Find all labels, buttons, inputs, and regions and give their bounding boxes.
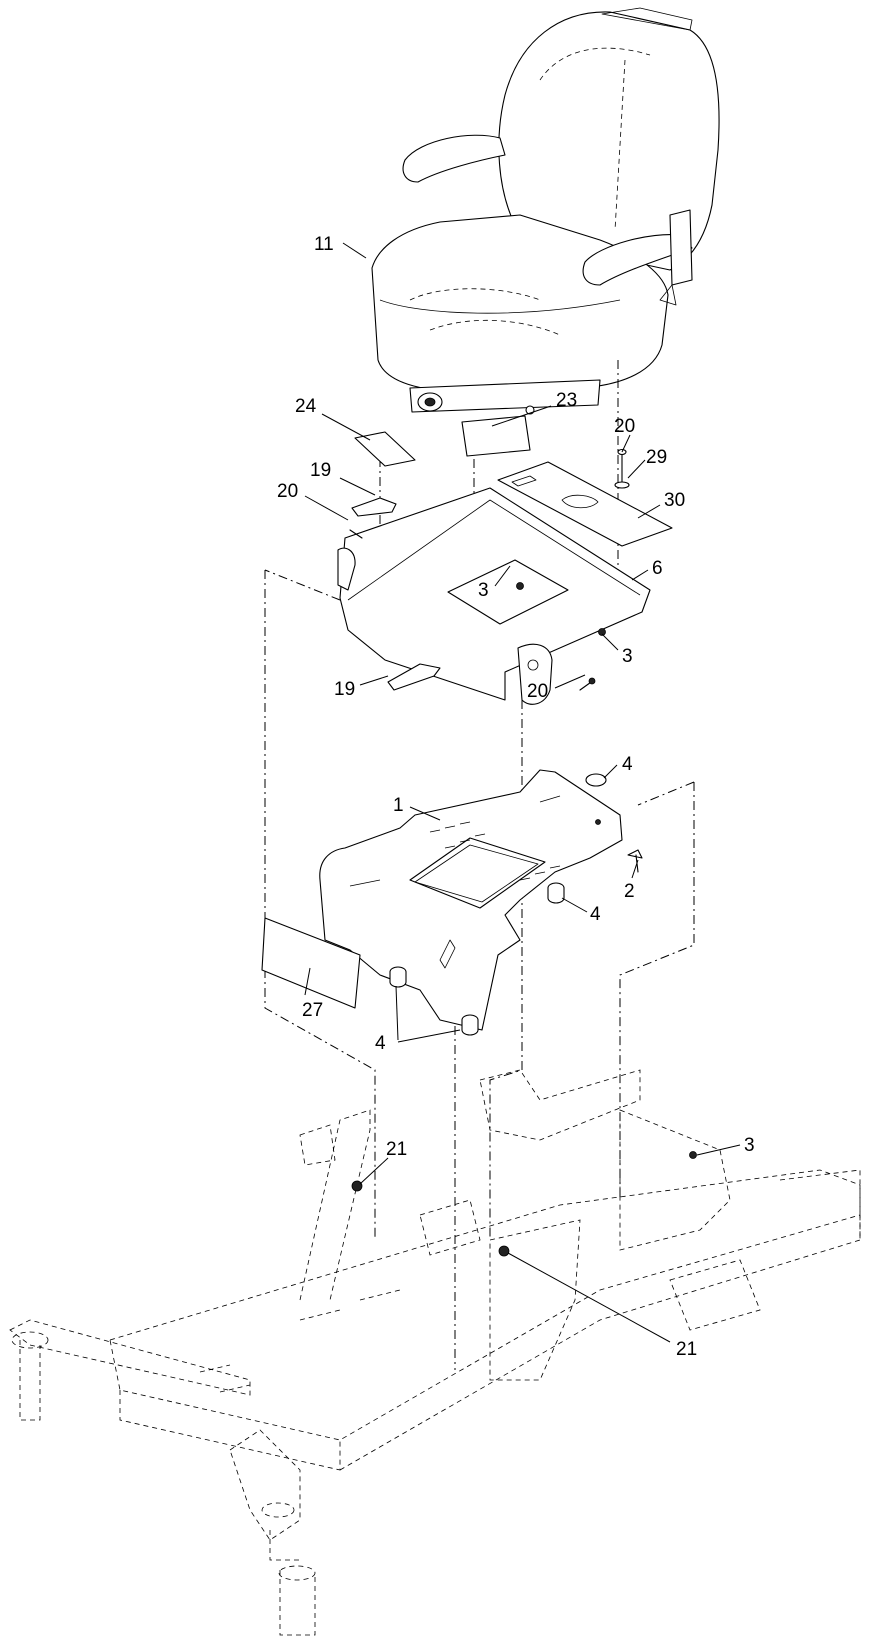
callout-21-right: 21 (676, 1339, 697, 1360)
callout-3-frame: 3 (744, 1135, 755, 1156)
plate-30 (497, 461, 673, 547)
callout-6: 6 (652, 558, 663, 579)
bolt-washer-stack (614, 448, 630, 489)
decal-27 (261, 917, 361, 1009)
callout-19-bottom: 19 (334, 679, 355, 700)
callout-4-right: 4 (590, 904, 601, 925)
callout-20-bottom: 20 (527, 681, 548, 702)
mount-plate-1 (319, 769, 623, 1031)
callout-20-left: 20 (277, 481, 298, 502)
callout-2: 2 (624, 881, 635, 902)
nut-21-left (351, 1180, 363, 1192)
callout-19-top: 19 (310, 460, 331, 481)
callout-27: 27 (302, 1000, 323, 1021)
frame-phantom (9, 1069, 861, 1636)
callout-3-right: 3 (622, 646, 633, 667)
callout-1: 1 (393, 795, 404, 816)
callout-23: 23 (556, 390, 577, 411)
nut-3-frame (689, 1151, 697, 1159)
callout-29: 29 (646, 447, 667, 468)
decal-24 (354, 431, 416, 467)
leader-lines (304, 242, 741, 1343)
callout-labels: 11 24 23 20 29 19 20 30 3 6 3 19 20 4 1 … (277, 234, 755, 1360)
decal-23 (461, 415, 531, 457)
bumpers (389, 773, 643, 1036)
callout-24: 24 (295, 396, 317, 417)
callout-4-bottom: 4 (375, 1033, 386, 1054)
seat (371, 7, 720, 415)
callout-30: 30 (664, 490, 685, 511)
callout-20-top: 20 (614, 416, 635, 437)
callout-4-top: 4 (622, 754, 633, 775)
seat-plate-6 (337, 487, 651, 705)
callout-11: 11 (314, 234, 334, 255)
callout-21-left: 21 (386, 1139, 407, 1160)
callout-3-plate: 3 (478, 580, 489, 601)
nut-21-center (498, 1245, 510, 1257)
